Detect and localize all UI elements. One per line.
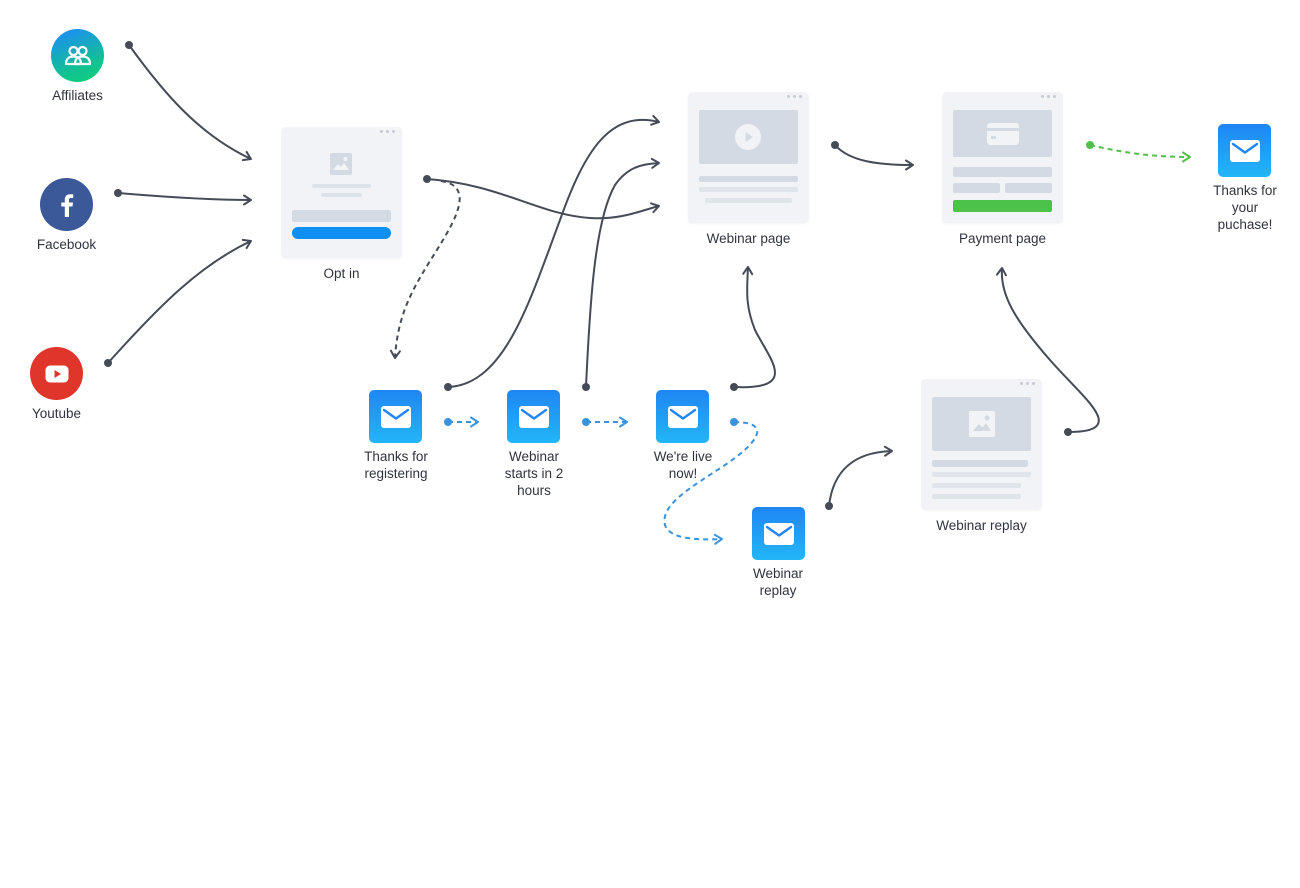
connector-replay-page-payment-page [995, 267, 1100, 436]
email-webinar-2-hours[interactable] [507, 390, 560, 443]
text-line [932, 483, 1021, 488]
email-thanks-purchase[interactable] [1218, 124, 1271, 177]
email-thanks-registering[interactable] [369, 390, 422, 443]
text-line [321, 193, 362, 197]
page-topbar [688, 92, 809, 102]
webinar-replay-page-label: Webinar replay [936, 518, 1027, 533]
affiliates-label: Affiliates [52, 88, 103, 103]
select-field [953, 183, 1000, 193]
users-icon [64, 45, 91, 65]
connector-thanks-registering-webinar-2-hours [444, 416, 479, 428]
input-field [953, 167, 1052, 177]
connector-webinar-2-hours-live-now [582, 416, 628, 428]
envelope-icon [518, 405, 549, 428]
webinar-replay-page[interactable] [921, 379, 1042, 510]
text-line [312, 184, 371, 188]
email-webinar-replay-label: Webinar replay [752, 566, 804, 598]
play-icon [735, 124, 761, 150]
pay-button [953, 200, 1052, 212]
email-live-now[interactable] [656, 390, 709, 443]
connector-payment-thanks-purchase [1086, 141, 1191, 163]
envelope-icon [667, 405, 698, 428]
facebook-node[interactable] [40, 178, 93, 231]
connector-optin-webinar-page [423, 175, 660, 220]
text-line [932, 472, 1031, 477]
optin-button [292, 227, 391, 239]
image-icon [969, 411, 995, 437]
payment-page-label: Payment page [958, 231, 1047, 246]
facebook-icon [60, 193, 73, 217]
webinar-page-label: Webinar page [706, 231, 791, 246]
connector-live-now-replay-email [663, 418, 758, 545]
connector-facebook-optin [114, 189, 252, 206]
connector-thanks-registering-webinar-page [444, 114, 660, 391]
youtube-label: Youtube [31, 406, 82, 421]
select-field [1005, 183, 1052, 193]
envelope-icon [380, 405, 411, 428]
text-line [699, 187, 798, 192]
text-line [932, 494, 1021, 499]
webinar-page[interactable] [688, 92, 809, 223]
page-topbar [942, 92, 1063, 102]
connector-webinar-page-payment-page [831, 141, 914, 171]
affiliates-node[interactable] [51, 29, 104, 82]
page-topbar [281, 127, 402, 137]
connector-affiliates-optin [125, 41, 252, 162]
email-thanks-registering-label: Thanks for registering [364, 449, 428, 481]
page-topbar [921, 379, 1042, 389]
youtube-icon [45, 365, 68, 382]
input-field [292, 210, 391, 222]
envelope-icon [1229, 139, 1260, 162]
email-live-now-label: We're live now! [653, 449, 713, 481]
email-webinar-2-hours-label: Webinar starts in 2 hours [504, 449, 564, 498]
email-thanks-purchase-label: Thanks for your puchase! [1213, 183, 1277, 232]
text-line [932, 460, 1028, 467]
youtube-node[interactable] [30, 347, 83, 400]
connector-webinar-2-hours-webinar-page [582, 157, 660, 391]
facebook-label: Facebook [36, 237, 97, 252]
email-webinar-replay[interactable] [752, 507, 805, 560]
text-line [699, 176, 798, 182]
connector-replay-email-replay-page [825, 445, 893, 510]
connector-youtube-optin [104, 238, 252, 367]
image-icon [330, 153, 352, 175]
text-line [705, 198, 792, 203]
envelope-icon [763, 522, 794, 545]
optin-label: Opt in [323, 266, 360, 281]
optin-page[interactable] [281, 127, 402, 258]
connector-live-now-webinar-page [730, 266, 776, 391]
credit-card-icon [987, 123, 1019, 145]
connector-optin-thanks-registering [389, 180, 461, 359]
payment-page[interactable] [942, 92, 1063, 223]
